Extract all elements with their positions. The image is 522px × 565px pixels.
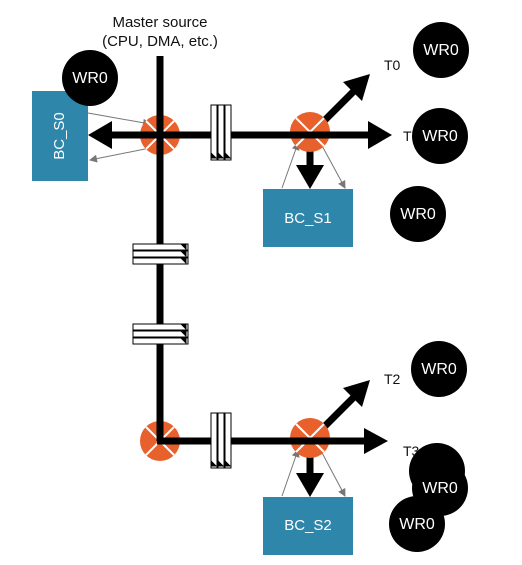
bc-s0-box: BC_S0 <box>32 91 88 181</box>
wr0-token: WR0 <box>412 108 468 164</box>
svg-text:WR0: WR0 <box>72 70 108 87</box>
bus-arrowheads <box>88 74 392 497</box>
target-t1-label: T <box>403 128 412 144</box>
thin-connectors <box>87 112 346 497</box>
svg-text:WR0: WR0 <box>422 480 458 497</box>
target-t2-label: T2 <box>384 371 401 387</box>
bc-s0-label: BC_S0 <box>51 112 68 160</box>
svg-text:WR0: WR0 <box>421 361 457 378</box>
bc-s2-label: BC_S2 <box>284 517 332 534</box>
wr0-token: WR0 <box>389 496 445 552</box>
svg-text:WR0: WR0 <box>400 206 436 223</box>
bc-s2-box: BC_S2 <box>263 497 353 555</box>
wr0-token: WR0 <box>413 22 469 78</box>
wr0-token: WR0 <box>390 186 446 242</box>
svg-text:WR0: WR0 <box>399 516 435 533</box>
pipeline-register-top <box>210 104 232 161</box>
wr0-token: WR0 <box>411 341 467 397</box>
bc-s1-label: BC_S1 <box>284 210 332 227</box>
svg-text:WR0: WR0 <box>423 42 459 59</box>
master-source-sublabel: (CPU, DMA, etc.) <box>102 33 218 50</box>
bus-overlay <box>140 113 330 445</box>
master-source-label: Master source <box>112 14 207 31</box>
pipeline-register-mid-1 <box>132 243 189 265</box>
target-t0-label: T0 <box>384 57 401 73</box>
bc-s1-box: BC_S1 <box>263 189 353 247</box>
pipeline-register-bottom <box>210 412 232 469</box>
pipeline-register-mid-2 <box>132 323 189 345</box>
wr0-token: WR0 <box>62 50 118 106</box>
svg-text:WR0: WR0 <box>422 128 458 145</box>
